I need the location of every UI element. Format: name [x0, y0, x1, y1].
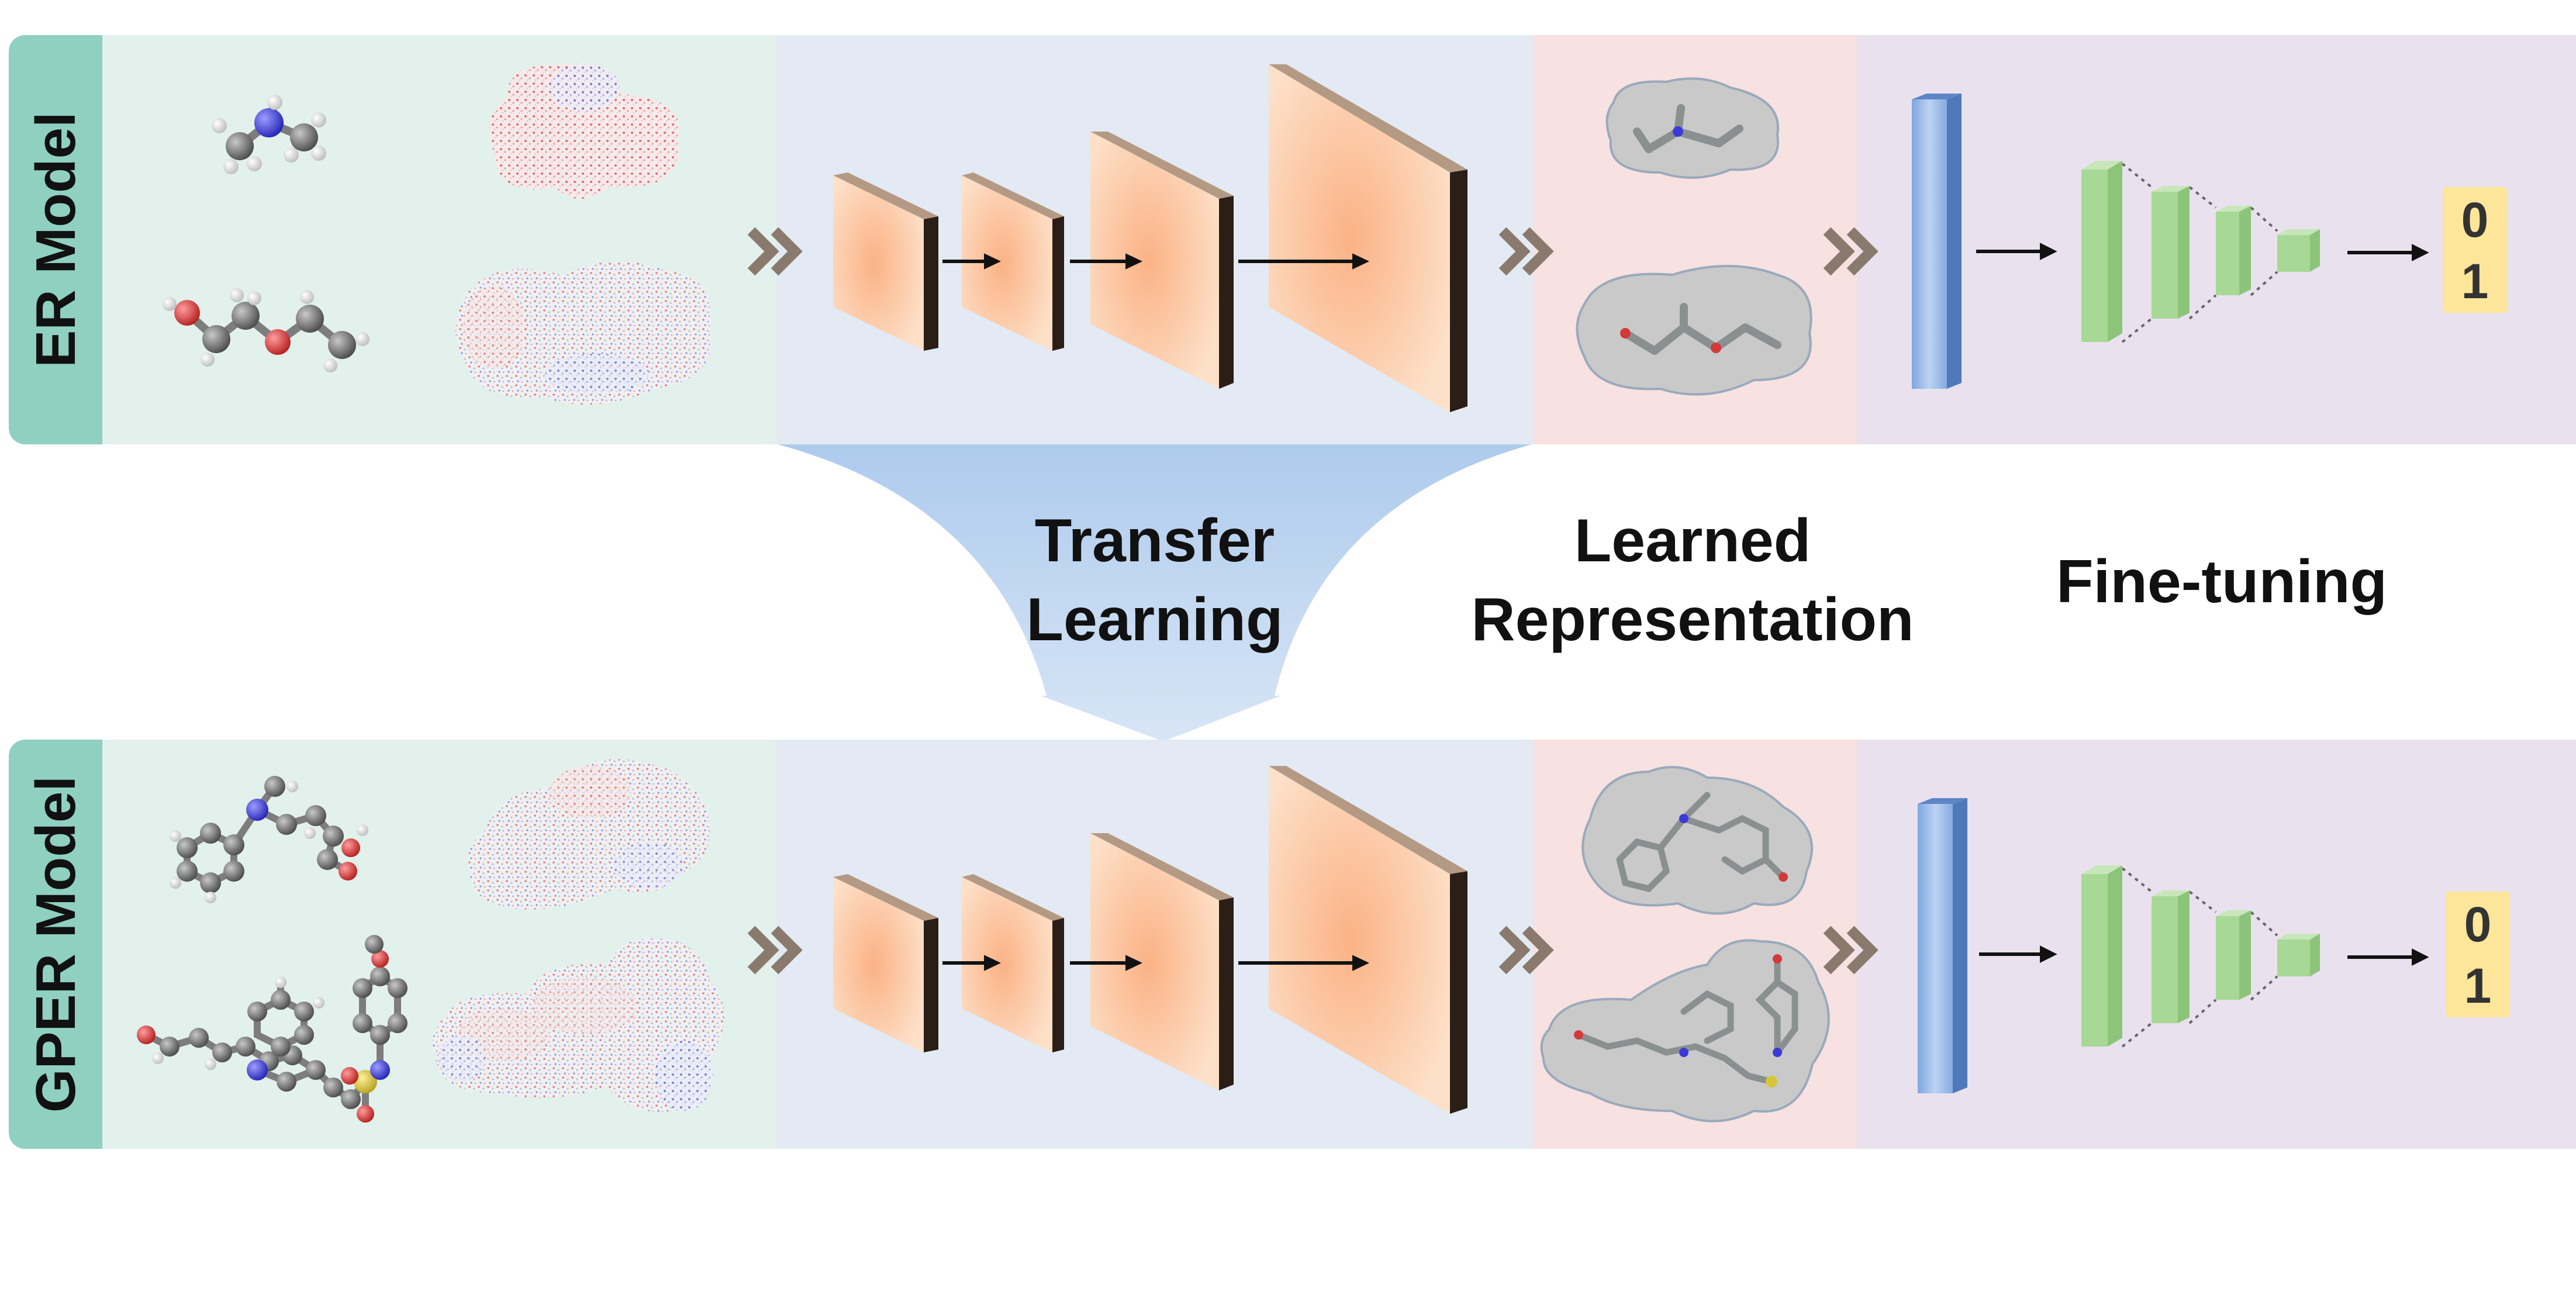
output-bit: 0 [2464, 897, 2492, 952]
arrow-icon [942, 253, 1370, 270]
electrostatic-surface-icon [468, 759, 710, 910]
conv-block-icon [1090, 132, 1234, 389]
stage-label-transfer: Learning [1026, 586, 1283, 654]
electrostatic-surface-icon [433, 938, 724, 1112]
output-bit: 1 [2464, 958, 2492, 1013]
dense-layer-icon [2121, 867, 2278, 1048]
output-bit: 0 [2461, 192, 2489, 247]
stage-label-transfer: Transfer [1035, 507, 1275, 575]
molecule-ball-stick-icon [137, 935, 408, 1123]
molecule-stick-surface-icon [1540, 939, 1830, 1123]
output-box [2446, 892, 2510, 1017]
stage-label-representation: Learned [1574, 507, 1811, 575]
model-label-tab [9, 740, 132, 1149]
conv-block-icon [1090, 833, 1234, 1090]
model-label-tab [9, 35, 132, 444]
arrow-icon [2347, 244, 2429, 261]
gper-model-row: GPER Model [9, 740, 2576, 1149]
conv-block-icon [962, 172, 1064, 351]
molecule-ball-stick-icon [163, 288, 370, 372]
stage-label-finetuning: Fine-tuning [2056, 548, 2387, 616]
transfer-funnel [778, 444, 1532, 741]
double-chevron-icon [747, 926, 803, 975]
conv-block-icon [833, 172, 938, 351]
er-model-row: ER Model [9, 35, 2576, 444]
double-chevron-icon [1498, 926, 1554, 975]
electrostatic-surface-icon [489, 63, 680, 199]
dense-layer-icon [2277, 229, 2320, 272]
molecule-stick-surface-icon [1576, 265, 1812, 396]
electrostatic-surface-icon [455, 261, 712, 405]
molecule-stick-surface-icon [1605, 77, 1779, 179]
dense-layer-icon [2152, 890, 2190, 1023]
embedding-vector-icon [1912, 94, 1962, 389]
stage-label-representation: Representation [1471, 586, 1914, 654]
dense-layer-icon [2081, 161, 2122, 342]
output-box [2443, 187, 2507, 313]
conv-block-icon [833, 874, 938, 1052]
output-bit: 1 [2461, 254, 2489, 309]
dense-layer-icon [2216, 206, 2251, 295]
arrow-icon [1979, 945, 2057, 963]
dense-layer-icon [2277, 934, 2320, 976]
conv-block-icon [1269, 766, 1467, 1114]
molecule-ball-stick-icon [170, 776, 368, 903]
double-chevron-icon [1823, 926, 1879, 975]
dense-layer-icon [2152, 186, 2190, 319]
conv-block-icon [1269, 64, 1467, 412]
arrow-icon [942, 955, 1370, 971]
arrow-icon [2347, 948, 2429, 966]
conv-block-icon [962, 874, 1064, 1052]
molecule-ball-stick-icon [212, 95, 326, 174]
gper-model-label: GPER Model [25, 776, 87, 1113]
dense-layer-icon [2216, 910, 2251, 1000]
embedding-vector-icon [1918, 798, 1967, 1093]
arrow-icon [1976, 243, 2057, 260]
dense-layer-icon [2081, 865, 2122, 1047]
dense-layer-icon [2121, 163, 2278, 343]
er-model-label: ER Model [25, 112, 87, 367]
double-chevron-icon [1498, 227, 1554, 276]
double-chevron-icon [1823, 227, 1879, 276]
double-chevron-icon [747, 227, 803, 276]
molecule-stick-surface-icon [1581, 766, 1813, 915]
